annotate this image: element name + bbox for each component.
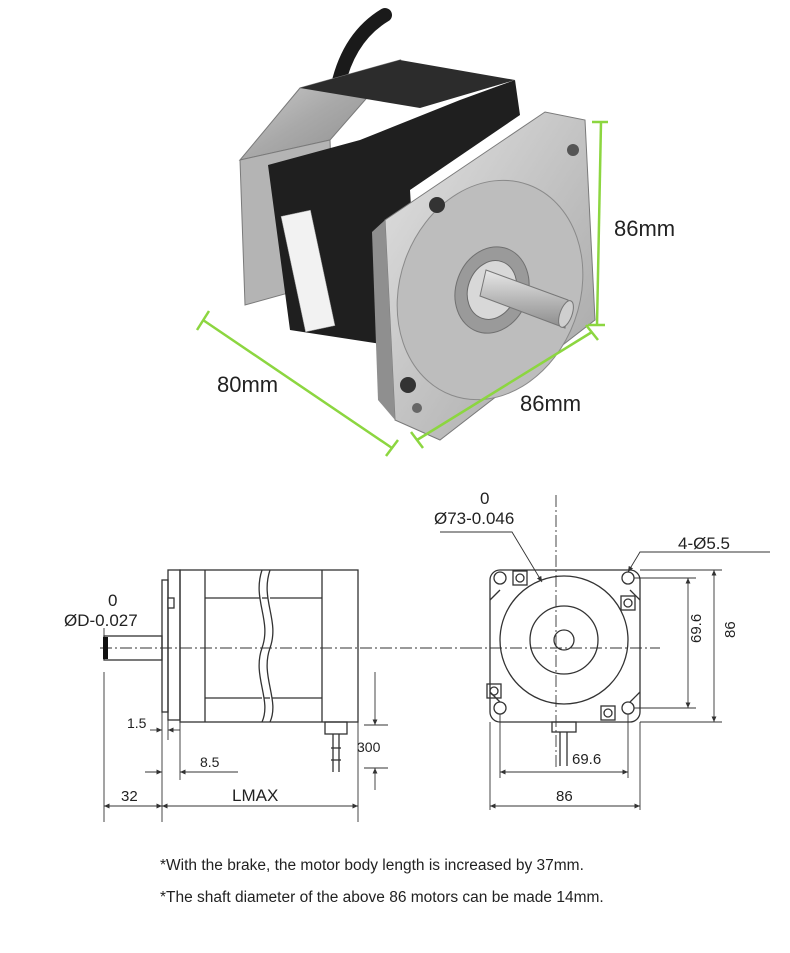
side-flange	[161, 579, 169, 713]
photo-dimensions	[195, 120, 608, 457]
flange-hole-icon	[412, 403, 422, 413]
flange-hole-icon	[567, 144, 579, 156]
front-hole-spacing-horizontal: 69.6	[572, 751, 601, 768]
mounting-hole-icon	[493, 571, 507, 585]
flange-hole-icon	[400, 377, 416, 393]
front-pilot-diameter: Ø73-0.046	[434, 509, 514, 528]
note-shaft: *The shaft diameter of the above 86 moto…	[160, 889, 604, 906]
front-view-drawing	[440, 495, 770, 810]
mounting-hole-icon	[621, 571, 635, 585]
front-overall-width: 86	[556, 788, 573, 805]
front-holes-callout: 4-Ø5.5	[678, 534, 730, 553]
motor-label	[280, 209, 336, 333]
flange-hole-icon	[429, 197, 445, 213]
side-body-length: LMAX	[232, 786, 278, 805]
side-lead-length: 300	[357, 739, 381, 755]
mounting-hole-icon	[493, 701, 507, 715]
photo-width-dimension: 86mm	[520, 391, 581, 416]
motor-photo	[238, 8, 596, 441]
motor-shaft	[479, 269, 569, 329]
note-brake: *With the brake, the motor body length i…	[160, 857, 584, 874]
side-shaft-length: 32	[121, 788, 138, 805]
side-flange-thickness: 1.5	[127, 715, 147, 731]
front-tolerance-top: 0	[480, 489, 489, 508]
side-pilot-depth: 8.5	[200, 754, 220, 770]
photo-height-dimension: 86mm	[614, 216, 675, 241]
front-flange-outline	[489, 569, 641, 723]
front-overall-height: 86	[722, 621, 739, 638]
photo-length-dimension: 80mm	[217, 372, 278, 397]
front-pilot-circle	[499, 575, 629, 705]
side-shaft-diameter: ØD-0.027	[64, 611, 138, 630]
side-tolerance-top: 0	[108, 591, 117, 610]
front-hole-spacing-vertical: 69.6	[688, 614, 705, 643]
side-view-drawing	[100, 569, 470, 822]
mounting-hole-icon	[621, 701, 635, 715]
motor-cable	[331, 8, 392, 92]
side-shaft	[103, 635, 163, 661]
side-body	[179, 569, 359, 723]
